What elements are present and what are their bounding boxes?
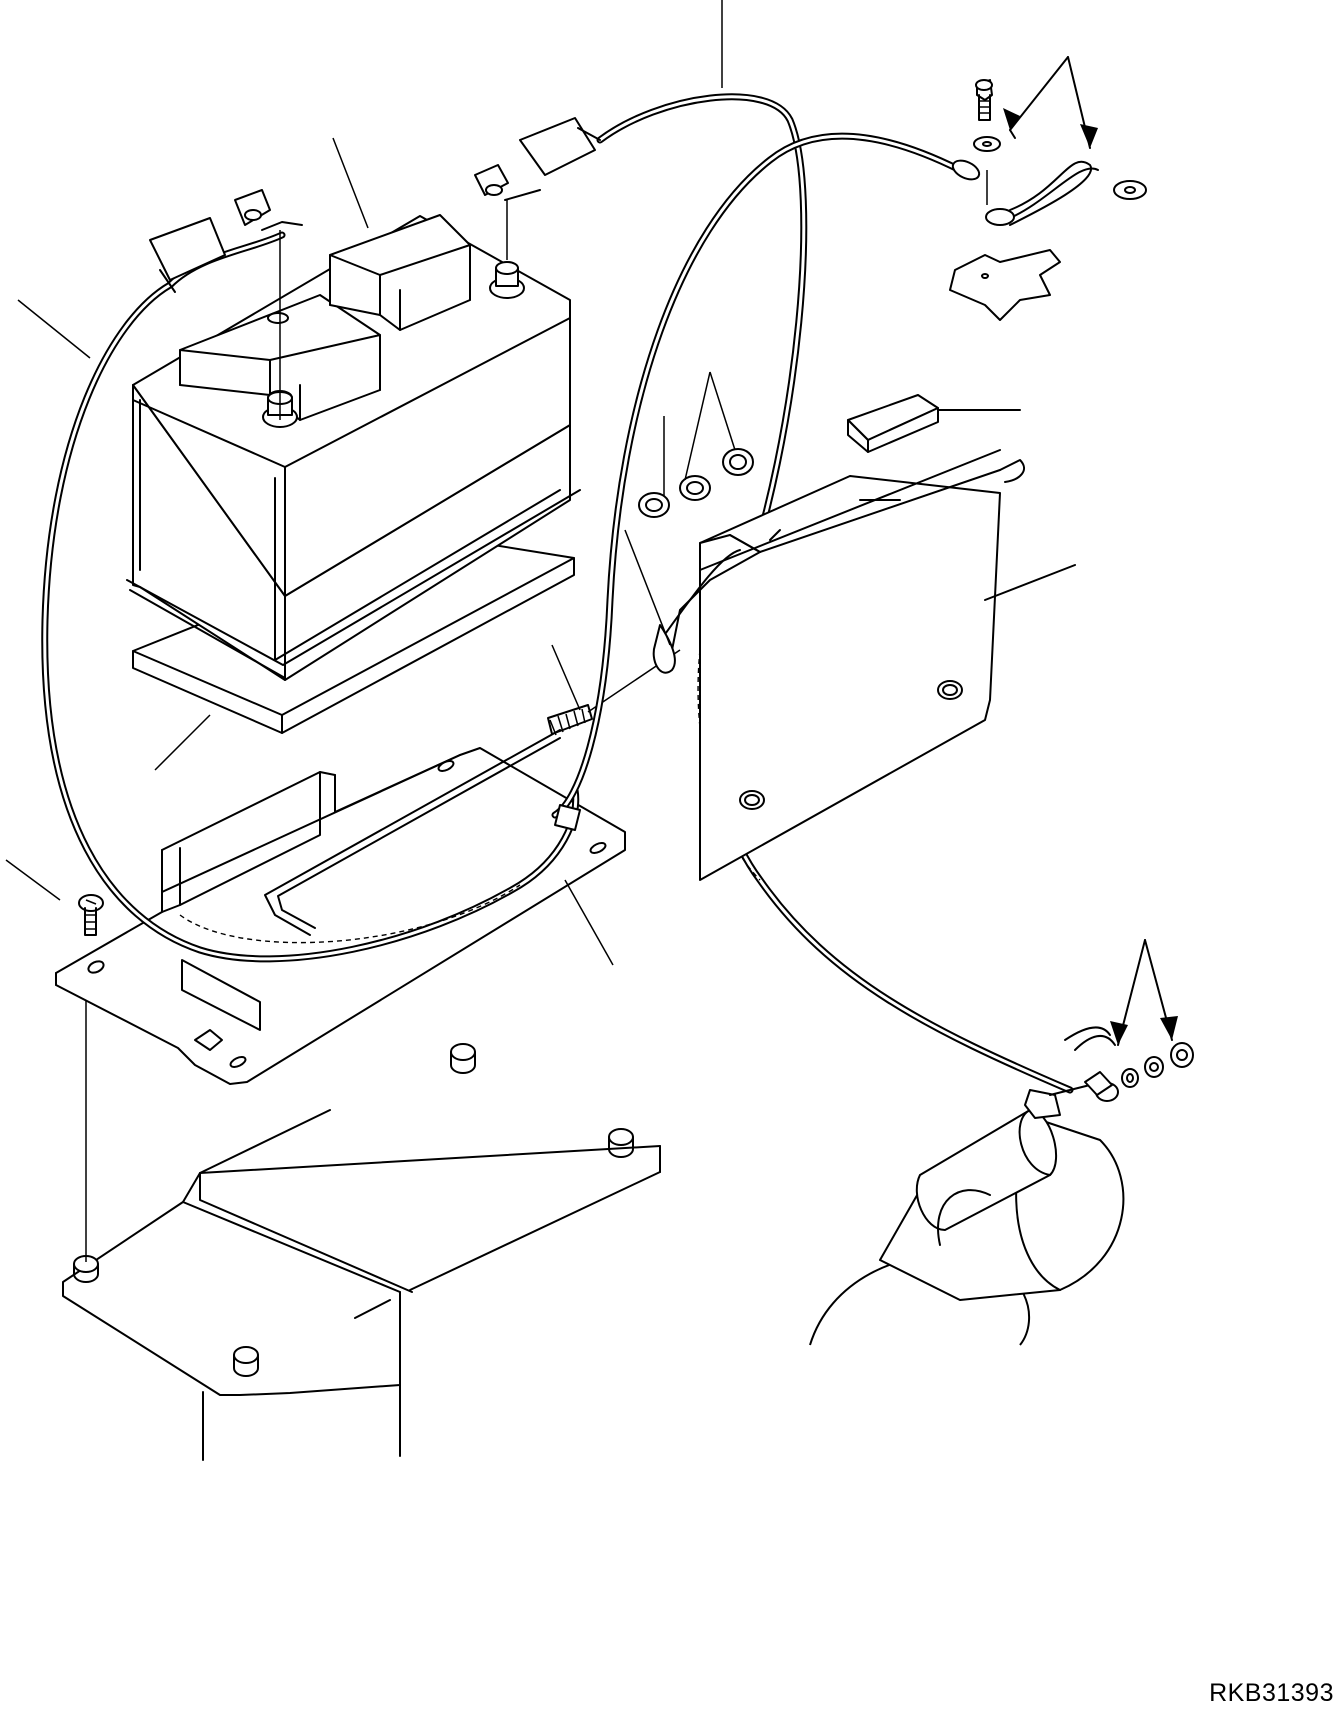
starting-motor [809,1084,1125,1346]
cushion-block [847,394,1021,453]
ground-bolt [973,79,1001,205]
battery-cable-2 [551,132,981,831]
battery-tray [55,747,626,1085]
left-screw [78,894,104,936]
battery [126,214,581,681]
hold-down-bracket [652,449,1076,881]
j-bolt [264,649,681,936]
leader-lines [5,0,1178,1046]
positive-cable [41,189,580,963]
terminal-nut [1064,1026,1194,1102]
ground-strap [949,160,1147,321]
mid-washers [624,448,754,646]
frame-base [62,990,661,1461]
drawing-code: RKB31393 [1209,1679,1334,1707]
